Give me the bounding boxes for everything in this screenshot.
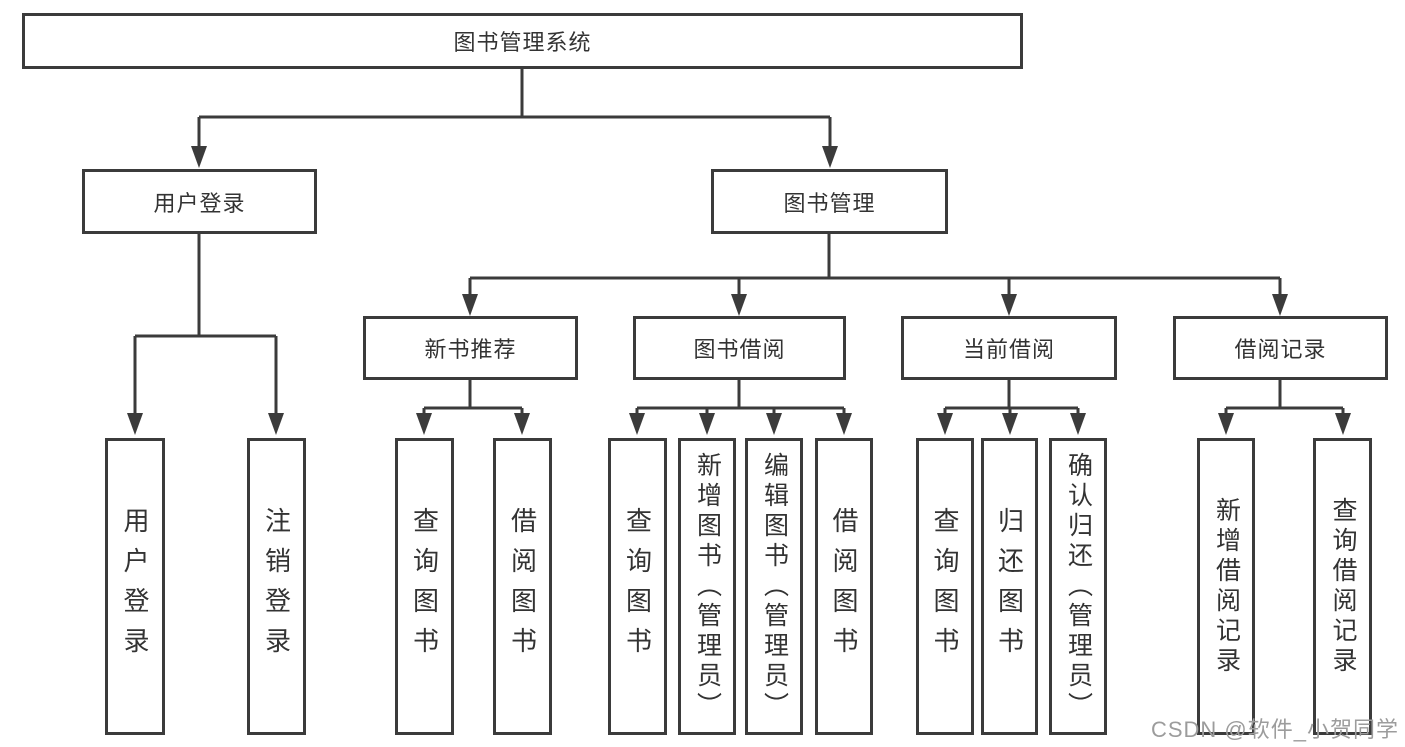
arrowhead-icon — [629, 413, 645, 435]
leaf-confirm-return-admin: 确认归还（管理员） — [1049, 438, 1107, 735]
node-label: 图书管理 — [783, 190, 876, 216]
connector-book-borrow-to-leaves — [629, 380, 852, 435]
node-label: 确认归还（管理员） — [1064, 451, 1093, 722]
node-label: 借阅图书 — [829, 506, 859, 667]
node-book-borrowing: 图书借阅 — [633, 316, 846, 380]
node-borrowing-records: 借阅记录 — [1173, 316, 1388, 380]
arrowhead-icon — [1001, 294, 1017, 316]
connector-borrow-records-to-leaves — [1218, 380, 1351, 435]
node-label: 借阅记录 — [1234, 337, 1327, 362]
node-book-management: 图书管理 — [711, 169, 948, 234]
node-label: 借阅图书 — [507, 506, 538, 667]
arrowhead-icon — [514, 413, 530, 435]
arrowhead-icon — [836, 413, 852, 435]
arrowhead-icon — [191, 146, 207, 168]
node-label: 新增图书（管理员） — [693, 451, 722, 722]
arrowhead-icon — [937, 413, 953, 435]
leaf-return-books: 归还图书 — [981, 438, 1038, 735]
arrowhead-icon — [127, 413, 143, 435]
arrowhead-icon — [766, 413, 782, 435]
node-label: 查询图书 — [622, 506, 653, 667]
leaf-edit-books-admin: 编辑图书（管理员） — [745, 438, 803, 735]
node-label: 用户登录 — [153, 190, 246, 216]
arrowhead-icon — [462, 294, 478, 316]
arrowhead-icon — [731, 294, 747, 316]
node-label: 新增借阅记录 — [1212, 496, 1241, 677]
connector-new-book-to-leaves — [416, 380, 530, 435]
connector-book-management-to-level3 — [462, 234, 1288, 316]
leaf-query-books-recommend: 查询图书 — [395, 438, 454, 735]
node-label: 归还图书 — [994, 506, 1025, 667]
node-label: 查询图书 — [409, 506, 440, 667]
leaf-user-login: 用户登录 — [105, 438, 165, 735]
node-label: 图书管理系统 — [453, 30, 592, 55]
node-label: 查询借阅记录 — [1329, 496, 1357, 677]
node-user-login: 用户登录 — [82, 169, 317, 234]
arrowhead-icon — [1218, 413, 1234, 435]
arrowhead-icon — [1002, 413, 1018, 435]
leaf-query-books-borrowing: 查询图书 — [608, 438, 667, 735]
arrowhead-icon — [416, 413, 432, 435]
leaf-query-books-current: 查询图书 — [916, 438, 974, 735]
node-label: 新书推荐 — [424, 337, 517, 362]
leaf-borrow-books: 借阅图书 — [815, 438, 873, 735]
node-label: 编辑图书（管理员） — [760, 451, 789, 722]
leaf-borrow-books-recommend: 借阅图书 — [493, 438, 552, 735]
arrowhead-icon — [699, 413, 715, 435]
node-label: 当前借阅 — [962, 337, 1055, 362]
leaf-add-books-admin: 新增图书（管理员） — [678, 438, 736, 735]
node-label: 注销登录 — [261, 506, 292, 667]
node-label: 用户登录 — [120, 506, 150, 667]
csdn-watermark: CSDN @软件_小贺同学 — [1150, 717, 1399, 742]
arrowhead-icon — [268, 413, 284, 435]
node-new-book-recommendation: 新书推荐 — [363, 316, 578, 380]
node-label: 图书借阅 — [693, 337, 786, 362]
node-library-management-system: 图书管理系统 — [22, 13, 1023, 69]
node-current-borrowing: 当前借阅 — [901, 316, 1117, 380]
connector-current-borrow-to-leaves — [937, 380, 1086, 435]
leaf-query-borrow-record: 查询借阅记录 — [1313, 438, 1372, 735]
connector-root-to-level2 — [191, 68, 838, 168]
arrowhead-icon — [822, 146, 838, 168]
arrowhead-icon — [1335, 413, 1351, 435]
arrowhead-icon — [1070, 413, 1086, 435]
leaf-add-borrow-record: 新增借阅记录 — [1197, 438, 1255, 735]
connector-user-login-to-leaves — [127, 234, 284, 435]
node-label: 查询图书 — [930, 506, 960, 667]
arrowhead-icon — [1272, 294, 1288, 316]
leaf-logout: 注销登录 — [247, 438, 306, 735]
